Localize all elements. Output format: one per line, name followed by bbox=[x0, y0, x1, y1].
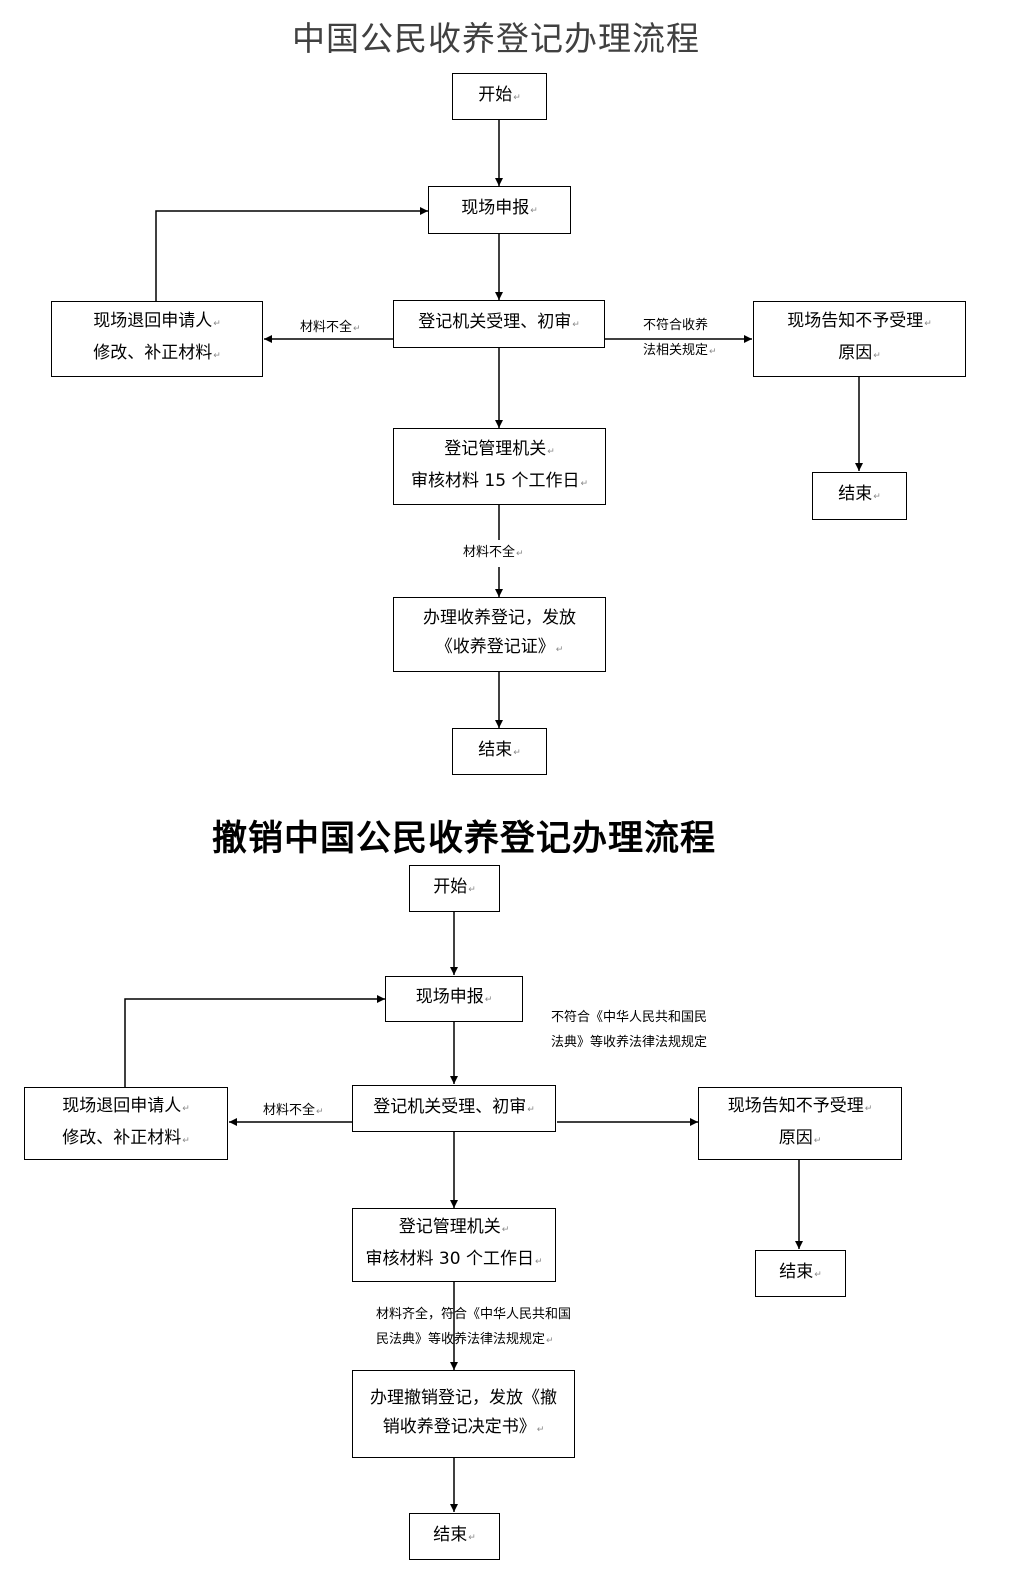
flow2-end-reject-box: 结束 bbox=[755, 1250, 846, 1297]
connector bbox=[155, 207, 428, 301]
box-label-line1: 现场告知不予受理 bbox=[787, 307, 932, 339]
box-label: 结束 bbox=[838, 480, 881, 512]
flow2-apply-box: 现场申报 bbox=[385, 976, 523, 1022]
box-label-line2: 修改、补正材料 bbox=[93, 339, 221, 371]
edge-label-line2: 法典》等收养法律法规规定 bbox=[551, 1035, 708, 1050]
flow2-issue-box: 办理撤销登记，发放《撤 销收养登记决定书》 bbox=[352, 1370, 575, 1458]
flow1-start-box: 开始 bbox=[452, 73, 547, 120]
flow2-end-box: 结束 bbox=[409, 1513, 500, 1560]
box-label: 结束 bbox=[478, 736, 521, 768]
edge-label-line1: 不符合收养 bbox=[643, 318, 709, 333]
flow1-label-noncompliant: 不符合收养 法相关规定 bbox=[643, 313, 717, 365]
box-label-line2: 《收养登记证》 bbox=[436, 633, 564, 665]
box-label-line1: 登记管理机关 bbox=[399, 1213, 510, 1245]
flow2-label-noncompliant: 不符合《中华人民共和国民 法典》等收养法律法规规定 bbox=[551, 1005, 707, 1055]
box-label-line1: 登记管理机关 bbox=[444, 435, 555, 467]
box-label-line2: 修改、补正材料 bbox=[62, 1124, 190, 1156]
box-label-line2: 原因 bbox=[779, 1124, 822, 1156]
flow1-label-incomplete: 材料不全 bbox=[300, 315, 361, 342]
flow1-issue-box: 办理收养登记，发放 《收养登记证》 bbox=[393, 597, 606, 672]
box-label-line1: 现场退回申请人 bbox=[93, 307, 221, 339]
box-label-line2: 审核材料 30 个工作日 bbox=[366, 1245, 543, 1277]
flow1-review-box: 登记管理机关 审核材料 15 个工作日 bbox=[393, 428, 606, 505]
box-label-line1: 办理收养登记，发放 bbox=[423, 608, 576, 628]
connector bbox=[124, 995, 385, 1087]
flow1-reject-box: 现场告知不予受理 原因 bbox=[753, 301, 966, 377]
box-label-line2: 原因 bbox=[838, 339, 881, 371]
box-label-line1: 办理撤销登记，发放《撤 bbox=[370, 1387, 557, 1408]
box-label: 结束 bbox=[433, 1521, 476, 1553]
flow2-start-box: 开始 bbox=[409, 865, 500, 912]
box-label: 现场申报 bbox=[416, 983, 493, 1015]
flow1-return-box: 现场退回申请人 修改、补正材料 bbox=[51, 301, 263, 377]
box-label: 开始 bbox=[433, 873, 476, 905]
edge-label-line2: 法相关规定 bbox=[643, 338, 717, 365]
edge-label-line1: 不符合《中华人民共和国民 bbox=[551, 1010, 708, 1025]
box-label: 结束 bbox=[779, 1258, 822, 1290]
box-label-line1: 现场告知不予受理 bbox=[728, 1092, 873, 1124]
box-label: 现场申报 bbox=[461, 194, 538, 226]
flow1-end-reject-box: 结束 bbox=[812, 472, 907, 520]
flow2-return-box: 现场退回申请人 修改、补正材料 bbox=[24, 1087, 228, 1160]
flow1-end-box: 结束 bbox=[452, 728, 547, 775]
box-label-line2: 销收养登记决定书》 bbox=[383, 1413, 545, 1445]
box-label: 登记机关受理、初审 bbox=[373, 1093, 535, 1125]
box-label-line2: 审核材料 15 个工作日 bbox=[411, 467, 588, 499]
box-label-line1: 现场退回申请人 bbox=[62, 1092, 190, 1124]
edge-label-line2: 民法典》等收养法律法规规定 bbox=[376, 1327, 571, 1354]
flow1-accept-box: 登记机关受理、初审 bbox=[393, 300, 605, 348]
flow2-review-box: 登记管理机关 审核材料 30 个工作日 bbox=[352, 1208, 556, 1282]
flow1-title: 中国公民收养登记办理流程 bbox=[292, 19, 700, 58]
edge-label-line1: 材料齐全，符合《中华人民共和国 bbox=[376, 1307, 572, 1322]
box-label: 登记机关受理、初审 bbox=[418, 308, 580, 340]
flow1-apply-box: 现场申报 bbox=[428, 186, 571, 234]
flow2-title: 撤销中国公民收养登记办理流程 bbox=[212, 819, 717, 859]
flow2-accept-box: 登记机关受理、初审 bbox=[352, 1085, 556, 1132]
box-label: 开始 bbox=[478, 81, 521, 113]
flow1-label-review-to-issue: 材料不全 bbox=[463, 540, 524, 567]
flow2-label-review-to-issue: 材料齐全，符合《中华人民共和国 民法典》等收养法律法规规定 bbox=[376, 1302, 571, 1354]
flow2-label-incomplete: 材料不全 bbox=[263, 1098, 324, 1125]
flow2-reject-box: 现场告知不予受理 原因 bbox=[698, 1087, 902, 1160]
